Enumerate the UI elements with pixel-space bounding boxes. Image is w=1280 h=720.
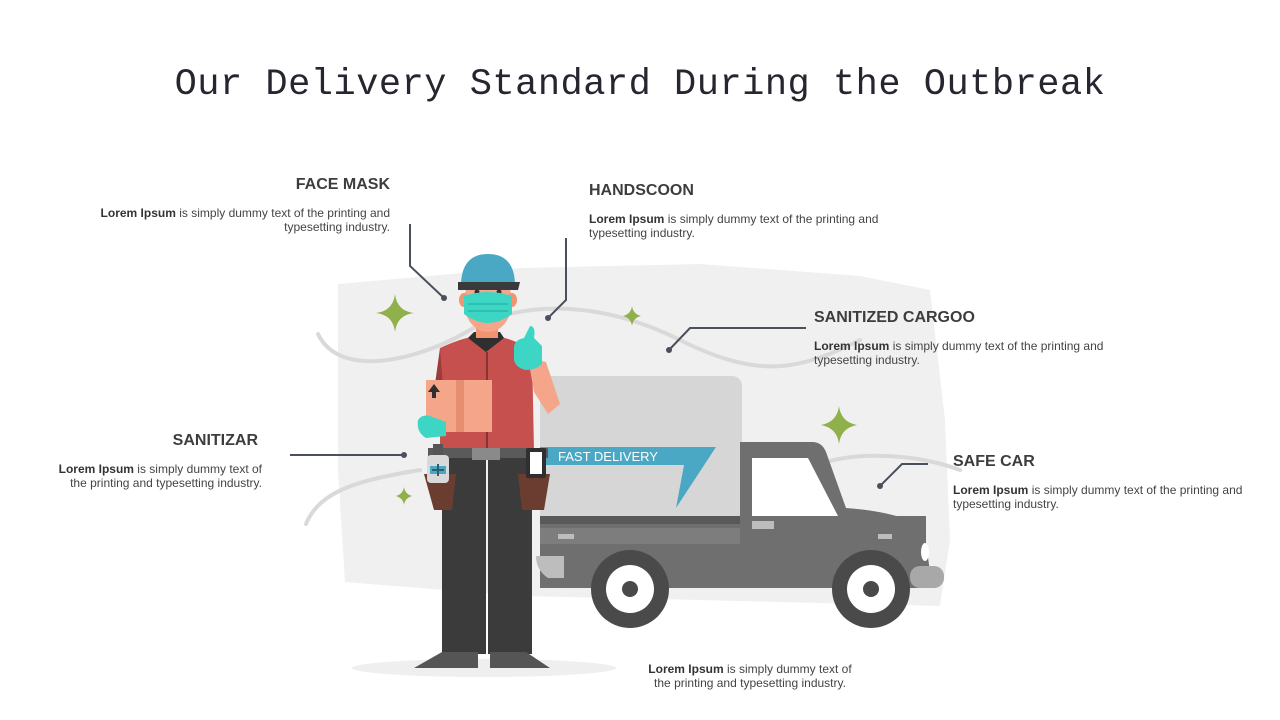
callout-face-mask: FACE MASK Lorem Ipsum is simply dummy te… [100, 176, 390, 234]
callout-sanitizar: SANITIZAR Lorem Ipsum is simply dummy te… [40, 432, 262, 490]
callout-text: Lorem Ipsum is simply dummy text of the … [953, 483, 1243, 511]
callout-title: FACE MASK [295, 176, 390, 193]
connector-lines [290, 224, 928, 489]
truck-rear-bumper [536, 556, 564, 578]
page-title: Our Delivery Standard During the Outbrea… [174, 64, 1106, 106]
callout-text: Lorem Ipsum is simply dummy text of the … [648, 662, 852, 690]
callout-text: Lorem Ipsum is simply dummy text of the … [814, 339, 1104, 367]
ground-shadow [352, 659, 616, 677]
cap [461, 254, 515, 284]
callout-title: SANITIZAR [172, 432, 258, 449]
wave-line [316, 306, 862, 369]
callout-text: Lorem Ipsum is simply dummy text of the … [58, 462, 262, 490]
callout-title: SANITIZED CARGOO [814, 309, 975, 326]
parcel-box [426, 380, 492, 432]
callout-sanitized-cargo: SANITIZED CARGOO Lorem Ipsum is simply d… [814, 309, 1114, 367]
sparkle-icon [821, 406, 857, 444]
delivery-truck: FAST DELIVERY [536, 376, 944, 628]
callout-bottom-text: Lorem Ipsum is simply dummy text of the … [640, 662, 860, 690]
callout-title: HANDSCOON [589, 182, 694, 199]
sparkle-icon [376, 294, 414, 332]
wave-line [304, 468, 422, 526]
wheel-rear [591, 550, 669, 628]
face-mask [464, 292, 512, 323]
courier-character [352, 254, 616, 677]
wheel-front [832, 550, 910, 628]
wave-line [818, 453, 962, 472]
callout-safe-car: SAFE CAR Lorem Ipsum is simply dummy tex… [953, 453, 1253, 511]
headlight [921, 543, 929, 561]
sanitizer-bottle [427, 444, 449, 483]
callout-handscoon: HANDSCOON Lorem Ipsum is simply dummy te… [589, 182, 889, 240]
front-bumper [910, 566, 944, 588]
truck-window [752, 458, 838, 516]
callout-text: Lorem Ipsum is simply dummy text of the … [589, 212, 879, 240]
glove-left [417, 415, 446, 438]
sparkle-icon [396, 487, 412, 505]
sparkle-icon [623, 306, 641, 326]
banner-text: FAST DELIVERY [558, 449, 658, 464]
glove-right [514, 326, 542, 370]
fast-delivery-banner [540, 447, 716, 508]
callout-text: Lorem Ipsum is simply dummy text of the … [100, 206, 390, 234]
callout-title: SAFE CAR [953, 453, 1035, 470]
